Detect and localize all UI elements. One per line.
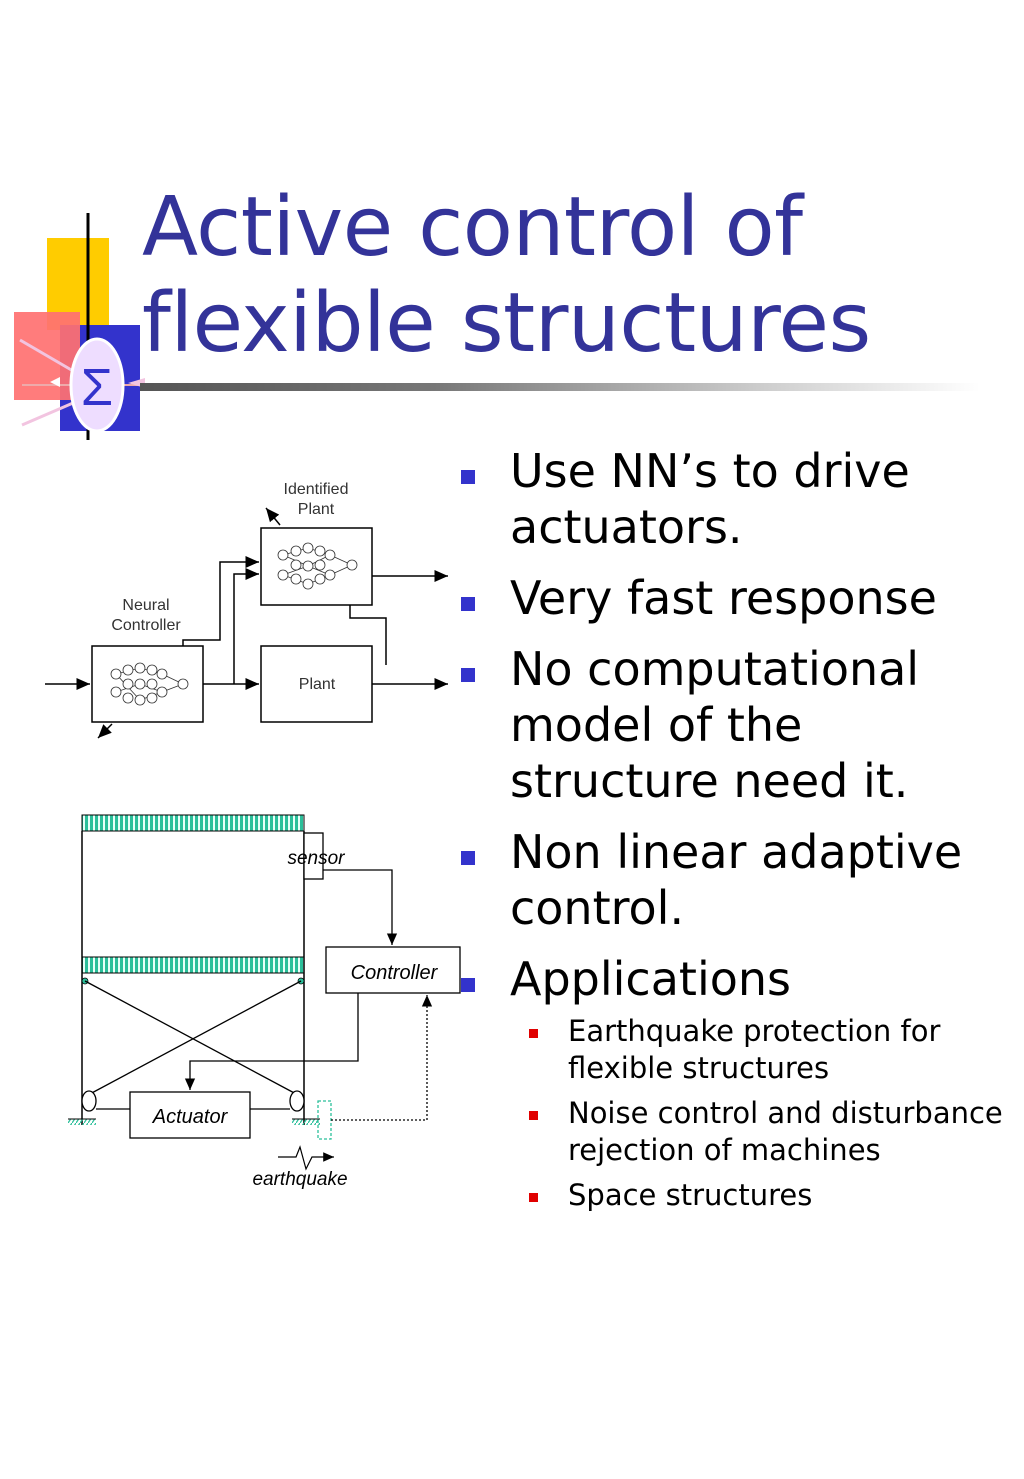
neural-controller-network-icon — [110, 662, 189, 706]
bullet-list: Use NN’s to drive actuators. Very fast r… — [458, 443, 1018, 1222]
title-line-1: Active control of — [142, 180, 803, 275]
neural-control-diagram: Identified Plant Neural Controller Plant — [45, 481, 448, 739]
sub-bullet-square-icon — [529, 1029, 538, 1038]
neural-controller-label-1: Neural — [122, 597, 169, 614]
sub-bullet-item: Earthquake protection for flexible struc… — [458, 1013, 1018, 1087]
bullet-text: Applications — [510, 952, 791, 1006]
logo-sigma-text: Σ — [81, 359, 113, 417]
middle-floor-slab — [81, 956, 305, 974]
bullet-text: Very fast response — [510, 571, 937, 625]
plant-box — [260, 645, 373, 723]
bullet-square-icon — [461, 978, 475, 992]
structure-control-diagram: Actuator sensor Controller earthquake — [68, 814, 461, 1190]
bullet-item: Use NN’s to drive actuators. — [458, 443, 1018, 555]
top-floor-slab — [81, 814, 305, 832]
plant-label: Plant — [299, 676, 336, 693]
bullet-item: No computational model of the structure … — [458, 641, 1018, 809]
bullet-text: Non linear adaptive control. — [510, 825, 963, 935]
bullet-square-icon — [461, 597, 475, 611]
sub-bullet-square-icon — [529, 1111, 538, 1120]
bullet-square-icon — [461, 470, 475, 484]
bullet-item: Very fast response — [458, 570, 1018, 626]
earthquake-label: earthquake — [252, 1169, 347, 1190]
neural-controller-label-2: Controller — [111, 617, 181, 634]
sensor-label: sensor — [287, 848, 345, 869]
bullet-item: Non linear adaptive control. — [458, 824, 1018, 936]
actuator-box — [129, 1091, 251, 1139]
bullet-square-icon — [461, 851, 475, 865]
sub-bullet-item: Noise control and disturbance rejection … — [458, 1095, 1018, 1169]
bullet-item: Applications — [458, 951, 1018, 1007]
title-line-2: flexible structures — [142, 276, 871, 371]
controller-label: Controller — [351, 962, 439, 984]
sub-bullet-list: Earthquake protection for flexible struc… — [458, 1013, 1018, 1214]
sensor-box — [303, 832, 324, 880]
identified-plant-label-2: Plant — [298, 501, 335, 518]
sub-bullet-text: Earthquake protection for flexible struc… — [568, 1014, 941, 1085]
sub-bullet-text: Noise control and disturbance rejection … — [568, 1096, 1003, 1167]
bullet-square-icon — [461, 668, 475, 682]
sub-bullet-square-icon — [529, 1193, 538, 1202]
sub-bullet-item: Space structures — [458, 1177, 1018, 1214]
actuator-label: Actuator — [152, 1106, 229, 1128]
slide-title: Active control of flexible structures — [142, 180, 1002, 372]
identified-plant-network-icon — [277, 542, 358, 590]
controller-box — [325, 946, 461, 994]
title-divider — [140, 383, 980, 391]
identified-plant-label-1: Identified — [284, 481, 349, 498]
sigma-logo-icon: Σ — [14, 213, 150, 440]
bullet-text: Use NN’s to drive actuators. — [510, 444, 910, 554]
bullet-text: No computational model of the structure … — [510, 642, 920, 808]
sub-bullet-text: Space structures — [568, 1178, 813, 1212]
